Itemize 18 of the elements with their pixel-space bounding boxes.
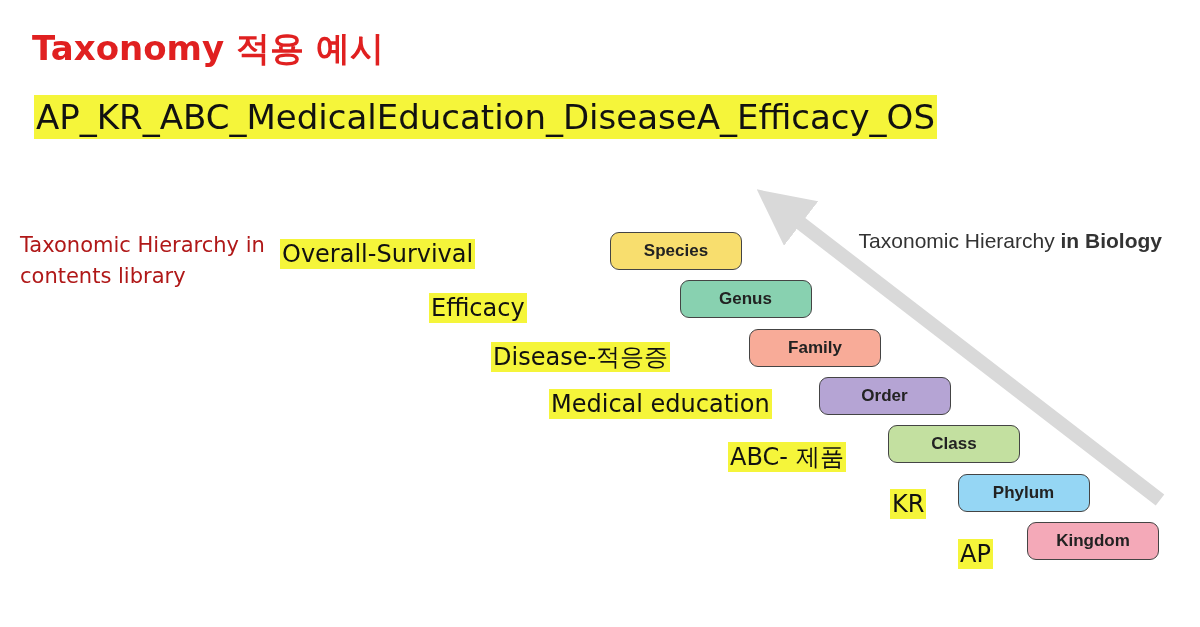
rank-box: Order bbox=[818, 376, 951, 415]
rank-box: Phylum bbox=[957, 473, 1090, 512]
rank-box: Species bbox=[610, 232, 742, 270]
rank-box: Genus bbox=[679, 280, 812, 319]
highlighted-text: Medical education bbox=[549, 389, 772, 419]
side-caption: Taxonomic Hierarchy in contents library bbox=[20, 232, 266, 290]
highlighted-text: Disease-적응증 bbox=[491, 342, 671, 372]
highlighted-text: Efficacy bbox=[429, 293, 527, 323]
rank-box: Class bbox=[888, 425, 1020, 464]
highlighted-text: AP bbox=[958, 539, 993, 569]
title-heading: Taxonomy 적용 예시 bbox=[32, 27, 384, 70]
highlighted-text: KR bbox=[890, 489, 927, 519]
rank-box: Family bbox=[749, 328, 881, 367]
code-string: AP_KR_ABC_MedicalEducation_DiseaseA_Efficacy_OS bbox=[34, 95, 937, 139]
highlighted-text: Overall-Survival bbox=[280, 239, 476, 269]
highlighted-text: ABC- 제품 bbox=[728, 442, 846, 472]
rank-box: Kingdom bbox=[1027, 521, 1159, 560]
side-caption: Taxonomic Hierarchy in Biology bbox=[858, 228, 1162, 254]
